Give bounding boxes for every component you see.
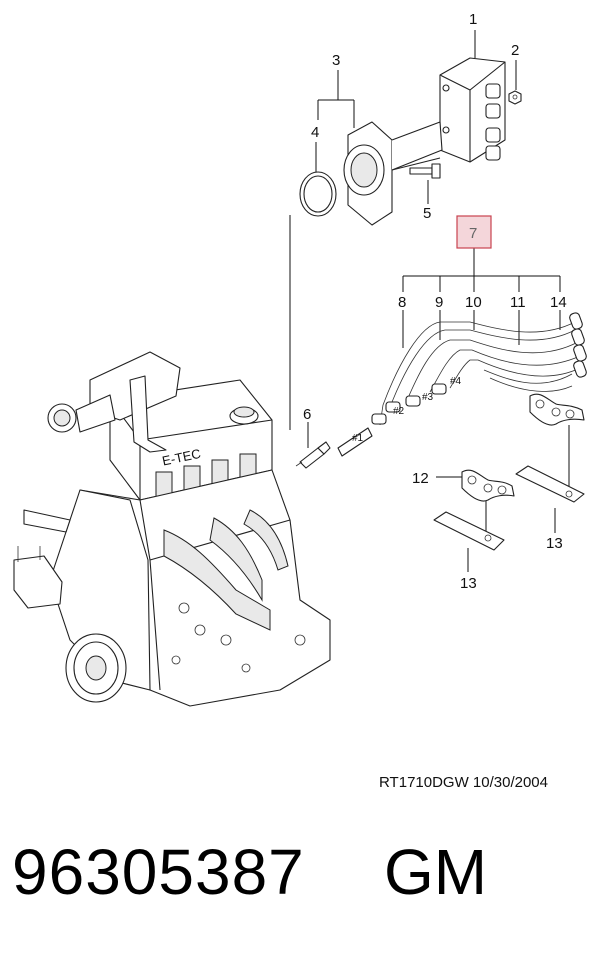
callout-numbers: 1 2 3 4 5 6 7 8 9 10 11 12 13 13 14: [303, 11, 567, 592]
wire-tags: #1 #2 #3 #4: [352, 376, 462, 444]
wire-tag-3: #3: [422, 392, 434, 403]
callout-1: 1: [469, 11, 477, 28]
callout-13-right: 13: [546, 535, 563, 552]
spark-plug: [295, 441, 331, 469]
wire-bracket-right: [515, 465, 585, 503]
coil-nut: [508, 90, 522, 105]
brand-label: GM: [384, 836, 488, 908]
coil-bracket: [343, 121, 443, 226]
spark-plug-wire-set: [337, 312, 587, 457]
callout-7: 7: [469, 225, 477, 242]
leader-lines: [289, 30, 570, 572]
bracket-bolt: [409, 163, 441, 179]
callout-3: 3: [332, 52, 340, 69]
callout-12: 12: [412, 470, 429, 487]
callout-7-highlight: 7: [456, 215, 492, 249]
engine-assembly: E-TEC: [13, 351, 331, 707]
drawing-code-date: RT1710DGW 10/30/2004: [379, 774, 548, 791]
wire-tag-4: #4: [450, 376, 462, 387]
wire-clip-upper: [529, 393, 585, 426]
wire-tag-1: #1: [352, 433, 364, 444]
callout-9: 9: [435, 294, 443, 311]
callout-7-box: [456, 215, 492, 249]
part-number: 96305387: [12, 836, 305, 908]
wire-tag-2: #2: [393, 406, 405, 417]
callout-8: 8: [398, 294, 406, 311]
ignition-coil: [439, 57, 506, 163]
callout-6: 6: [303, 406, 311, 423]
callout-14: 14: [550, 294, 567, 311]
callout-13-left: 13: [460, 575, 477, 592]
callout-2: 2: [511, 42, 519, 59]
callout-10: 10: [465, 294, 482, 311]
wire-clip-lower: [461, 469, 515, 502]
callout-5: 5: [423, 205, 431, 222]
gasket-o-ring: [299, 171, 337, 217]
wire-bracket-left: [433, 511, 505, 551]
callout-4: 4: [311, 124, 319, 141]
callout-11: 11: [510, 294, 526, 311]
